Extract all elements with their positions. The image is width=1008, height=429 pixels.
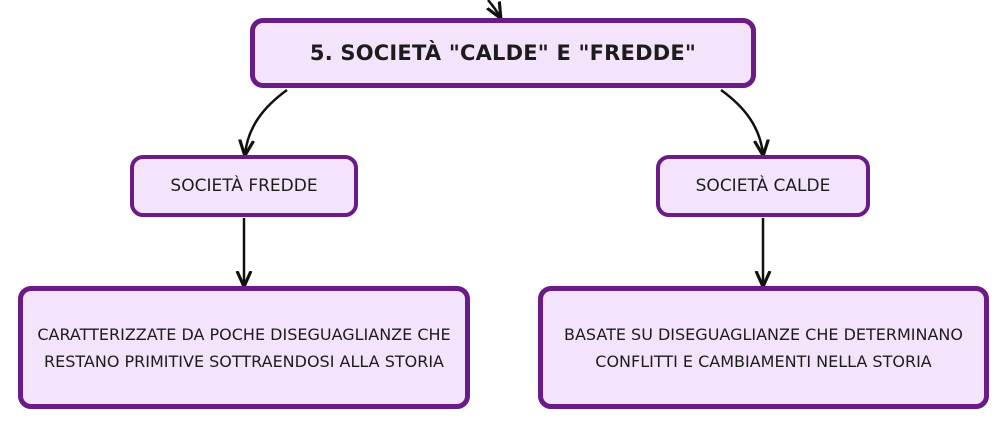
incoming-connector bbox=[488, 0, 500, 17]
root-node[interactable]: 5. SOCIETÀ "CALDE" E "FREDDE" bbox=[250, 18, 756, 88]
node-fredde-description-text: CARATTERIZZATE DA POCHE DISEGUAGLIANZE C… bbox=[37, 324, 451, 371]
node-societa-fredde-label: SOCIETÀ FREDDE bbox=[170, 176, 318, 196]
node-fredde-description[interactable]: CARATTERIZZATE DA POCHE DISEGUAGLIANZE C… bbox=[18, 286, 470, 409]
node-societa-fredde[interactable]: SOCIETÀ FREDDE bbox=[130, 155, 358, 217]
node-societa-calde[interactable]: SOCIETÀ CALDE bbox=[656, 155, 870, 217]
root-node-label: 5. SOCIETÀ "CALDE" E "FREDDE" bbox=[309, 41, 697, 65]
node-societa-calde-label: SOCIETÀ CALDE bbox=[695, 176, 831, 196]
node-calde-description[interactable]: BASATE SU DISEGUAGLIANZE CHE DETERMINANO… bbox=[538, 286, 989, 409]
connector-root-to-fredde bbox=[245, 88, 288, 154]
node-calde-description-text: BASATE SU DISEGUAGLIANZE CHE DETERMINANO… bbox=[563, 324, 963, 371]
connector-root-to-calde bbox=[720, 88, 763, 154]
